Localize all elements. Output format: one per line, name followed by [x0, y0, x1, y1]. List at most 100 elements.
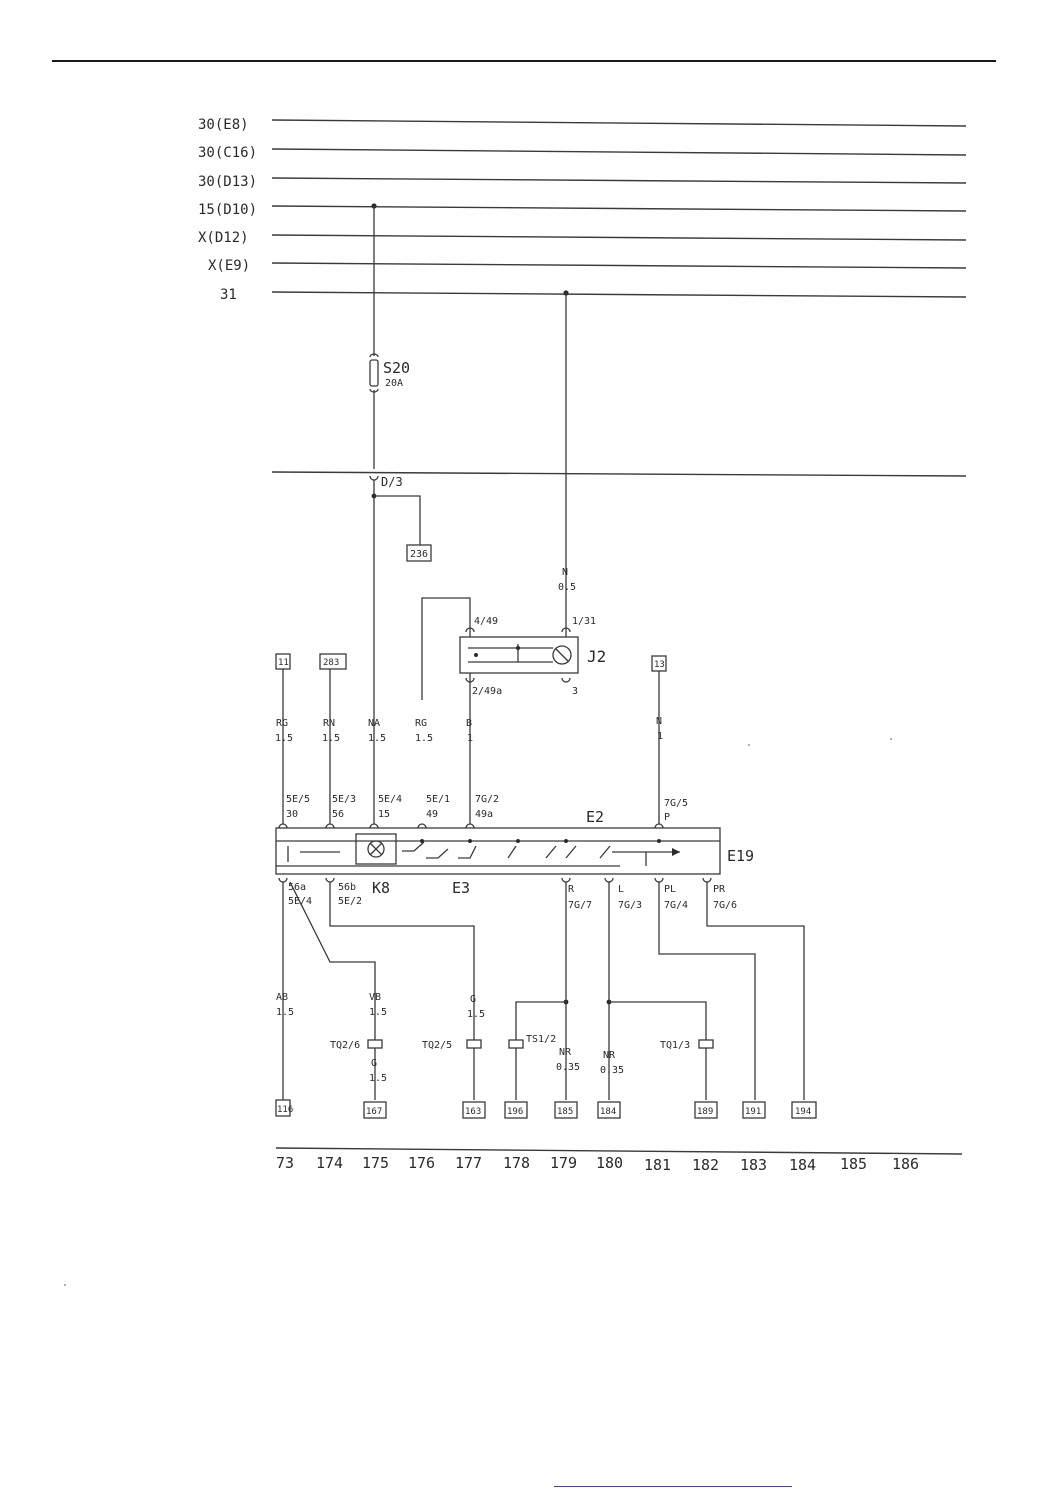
junction-dot: [657, 839, 661, 843]
wire: [374, 495, 421, 545]
ground-branch: N 0.5: [558, 290, 576, 628]
junction-dot: [564, 839, 568, 843]
connector-mark: [369, 823, 379, 829]
junction-dot: [516, 839, 520, 843]
junction-dot: [474, 653, 478, 657]
wire-color: RG: [276, 718, 288, 729]
switch-contact-icon: [507, 845, 517, 859]
pin-term: PL: [664, 884, 676, 895]
ref-11: 11: [278, 658, 289, 668]
top-refs: 11 283 13: [275, 653, 667, 824]
pin-id: 7G/6: [713, 900, 737, 911]
wire-color: AB: [276, 992, 288, 1003]
fuse-name: S20: [383, 359, 410, 377]
footer-link-underline[interactable]: [554, 1486, 792, 1487]
wire: [421, 597, 471, 700]
fuse-branch: S20 20A D/3 236: [369, 203, 432, 824]
ref-box: [791, 1101, 817, 1119]
connector-mark: [561, 877, 571, 883]
wire-color: G: [470, 994, 476, 1005]
j2-pin: 4/49: [474, 616, 498, 627]
connector-mark: [465, 823, 475, 829]
pin-id: 7G/2: [475, 794, 499, 805]
column-numbers: 73 174 175 176 177 178 179 180 181 182 1…: [275, 1147, 963, 1174]
wire: [515, 1001, 566, 1040]
lamp-cross: [369, 842, 383, 856]
bus-label: 30(C16): [198, 145, 257, 161]
wire-color: N: [656, 716, 662, 727]
wire-size: 1.5: [322, 733, 340, 744]
ref-189: 189: [697, 1107, 713, 1117]
wire-size: 1.5: [276, 1007, 294, 1018]
switch-contact-icon: [599, 845, 611, 859]
indicator-j2: 4/49 1/31 2/49a 3 J2: [421, 597, 606, 824]
j2-pin: 2/49a: [472, 686, 502, 697]
wire-color-label: N: [562, 567, 568, 578]
k8-lamp-icon: [367, 840, 385, 858]
ref-116: 116: [277, 1105, 293, 1115]
power-buses: 30(E8) 30(C16) 30(D13) 15(D10) X(D12) X(…: [198, 117, 967, 477]
wire-size: 1.5: [369, 1073, 387, 1084]
wire-size: 1: [657, 731, 663, 742]
lamp-cross: [555, 648, 569, 662]
junction-dot: [516, 646, 520, 650]
connector-label: TS1/2: [526, 1034, 556, 1045]
ref-box: [554, 1101, 578, 1119]
connector-label: TQ2/6: [330, 1040, 360, 1051]
connector-mark: [278, 877, 288, 883]
column-number: 177: [455, 1154, 482, 1172]
connector-mark: [325, 877, 335, 883]
connector-mark: [369, 475, 379, 481]
ref-283: 283: [323, 658, 339, 668]
pin-id: 5E/2: [338, 896, 362, 907]
scan-speck: [64, 1284, 66, 1286]
ref-184: 184: [600, 1107, 616, 1117]
column-number: 181: [644, 1156, 671, 1174]
junction-dot: [468, 839, 472, 843]
pin-term: 15: [378, 809, 390, 820]
pin-term: 30: [286, 809, 298, 820]
ref-box: [504, 1101, 528, 1119]
wire-size: 1.5: [369, 1007, 387, 1018]
ref-box: [742, 1101, 766, 1119]
top-wire-labels: RG 1.5 RN 1.5 NA 1.5 RG 1.5 B 1 N 1: [275, 716, 663, 744]
j2-pin: 1/31: [572, 616, 596, 627]
pin-id: 5E/5: [286, 794, 310, 805]
wire-size: 1.5: [467, 1009, 485, 1020]
wire-color: NA: [368, 718, 380, 729]
ref-13: 13: [654, 660, 665, 670]
wire: [609, 1001, 707, 1040]
pin-term: R: [568, 884, 575, 895]
column-number: 73: [276, 1154, 294, 1172]
wire-size: 0.35: [556, 1062, 580, 1073]
connector-mark: [654, 823, 664, 829]
wire: [706, 882, 805, 1100]
bus-label: X(E9): [208, 258, 250, 274]
connector-label: TQ2/5: [422, 1040, 452, 1051]
bottom-refs: 116 167 163 196 185 184 189 191 194: [275, 1099, 817, 1119]
fuse-connector: D/3: [381, 475, 403, 489]
wire-color: G: [371, 1058, 377, 1069]
wire-size: 1.5: [275, 733, 293, 744]
column-number: 184: [789, 1156, 816, 1174]
wire-color: RN: [323, 718, 335, 729]
label-k8: K8: [372, 879, 390, 897]
ref-box: [406, 544, 432, 562]
wire-size: 1.5: [368, 733, 386, 744]
wire: [658, 882, 756, 1100]
module-e19: 5E/5 30 5E/3 56 5E/4 15 5E/1 49 7G/2 49a…: [275, 794, 754, 911]
ref-167: 167: [366, 1107, 382, 1117]
wire: [289, 881, 376, 1040]
column-number: 183: [740, 1156, 767, 1174]
pin-id: 7G/3: [618, 900, 642, 911]
j2-name: J2: [587, 647, 606, 666]
bus-line: [271, 234, 967, 241]
wire-color: RG: [415, 718, 427, 729]
bus-line: [271, 262, 967, 269]
connector-label: TQ1/3: [660, 1040, 690, 1051]
bus-line: [271, 205, 967, 212]
bus-label: 30(E8): [198, 117, 249, 133]
ref-194: 194: [795, 1107, 811, 1117]
fuse-s20-icon: [369, 359, 379, 387]
